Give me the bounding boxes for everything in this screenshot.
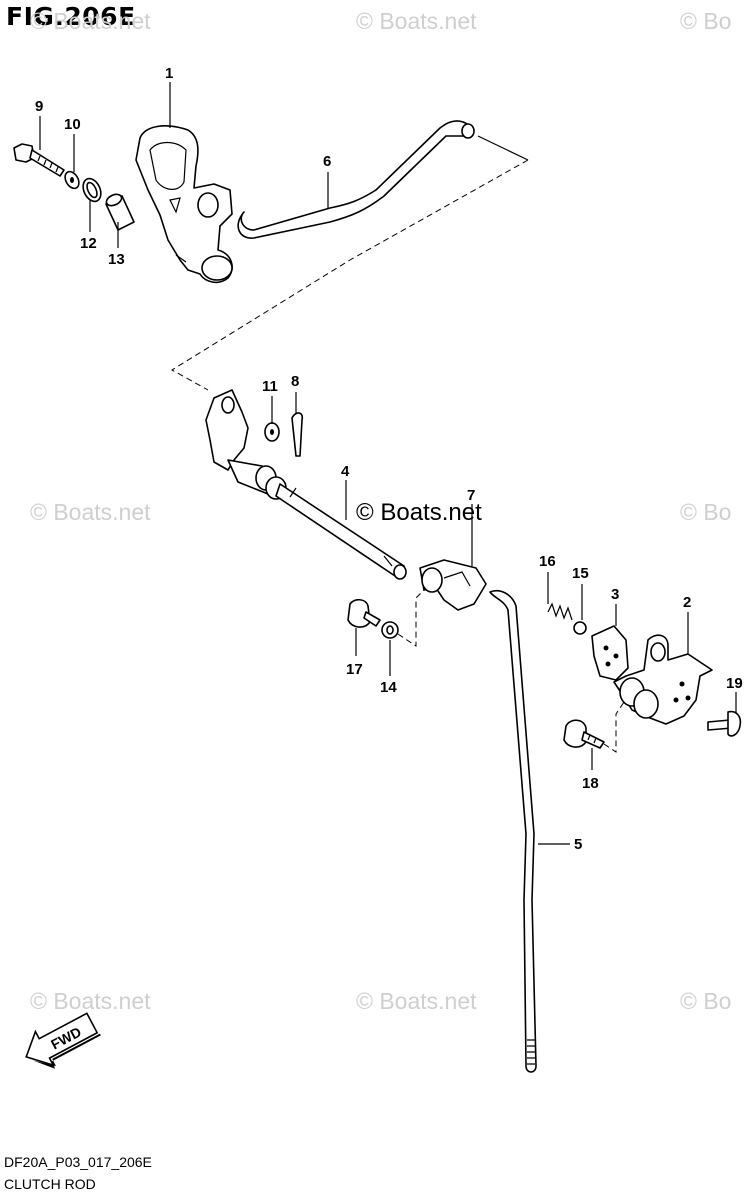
callout-18: 18 xyxy=(582,775,599,792)
alignment-line xyxy=(171,159,529,391)
watermark: © Bo xyxy=(680,988,732,1014)
bolt-9 xyxy=(13,143,65,177)
callout-7: 7 xyxy=(467,487,475,504)
screw-17 xyxy=(347,598,381,628)
watermark: © Bo xyxy=(680,499,732,525)
callout-9: 9 xyxy=(35,98,43,115)
screw-18 xyxy=(563,719,605,749)
watermark: © Bo xyxy=(680,8,732,34)
o-ring-12-inner xyxy=(86,181,98,199)
watermark: © Boats.net xyxy=(30,8,151,34)
ball-15 xyxy=(573,621,587,635)
watermark: © Boats.net xyxy=(30,988,151,1014)
washer-11-hole xyxy=(270,429,274,435)
callout-16: 16 xyxy=(539,553,556,570)
callout-10: 10 xyxy=(64,116,81,133)
spring-16 xyxy=(547,602,573,621)
callout-4: 4 xyxy=(341,463,350,480)
clutch-rod-5 xyxy=(489,590,537,1073)
connector-7 xyxy=(419,559,487,611)
callout-19: 19 xyxy=(726,675,743,692)
clutch-lever xyxy=(135,125,233,284)
callout-1: 1 xyxy=(165,65,173,82)
callout-13: 13 xyxy=(108,251,125,268)
callout-3: 3 xyxy=(611,586,619,603)
diagram-caption: CLUTCH ROD xyxy=(4,1176,96,1192)
callout-2: 2 xyxy=(683,594,691,611)
callout-5: 5 xyxy=(574,836,582,853)
cam-plate-3 xyxy=(591,625,629,681)
alignment-line xyxy=(477,135,529,161)
screw-19 xyxy=(707,710,742,737)
leader-lines xyxy=(39,82,737,845)
washer-14-hole xyxy=(386,625,394,635)
cotter-pin-8 xyxy=(291,412,304,457)
watermark: © Boats.net xyxy=(356,8,477,34)
callout-numbers: 1 2 3 4 5 6 7 8 9 10 11 12 13 14 15 16 1… xyxy=(35,65,743,853)
callout-8: 8 xyxy=(291,373,299,390)
watermark: © Boats.net xyxy=(356,988,477,1014)
callout-12: 12 xyxy=(80,235,97,252)
washer-10-hole xyxy=(70,177,74,183)
bracket-2 xyxy=(613,634,713,725)
clutch-shaft-4 xyxy=(205,389,407,580)
figure-title: FIG.206E xyxy=(6,2,136,31)
callout-15: 15 xyxy=(572,565,589,582)
callout-17: 17 xyxy=(346,661,363,678)
fwd-arrow-icon: FWD xyxy=(25,1012,101,1069)
watermark-dark: © Boats.net xyxy=(356,499,482,526)
callout-11: 11 xyxy=(262,378,278,395)
link-rod-upper xyxy=(237,120,475,239)
bushing-13 xyxy=(105,193,135,231)
watermark: © Boats.net xyxy=(30,499,151,525)
alignment-line xyxy=(397,589,425,647)
callout-6: 6 xyxy=(323,153,331,170)
alignment-line xyxy=(603,701,625,753)
diagram-code: DF20A_P03_017_206E xyxy=(4,1154,152,1170)
callout-14: 14 xyxy=(380,679,397,696)
